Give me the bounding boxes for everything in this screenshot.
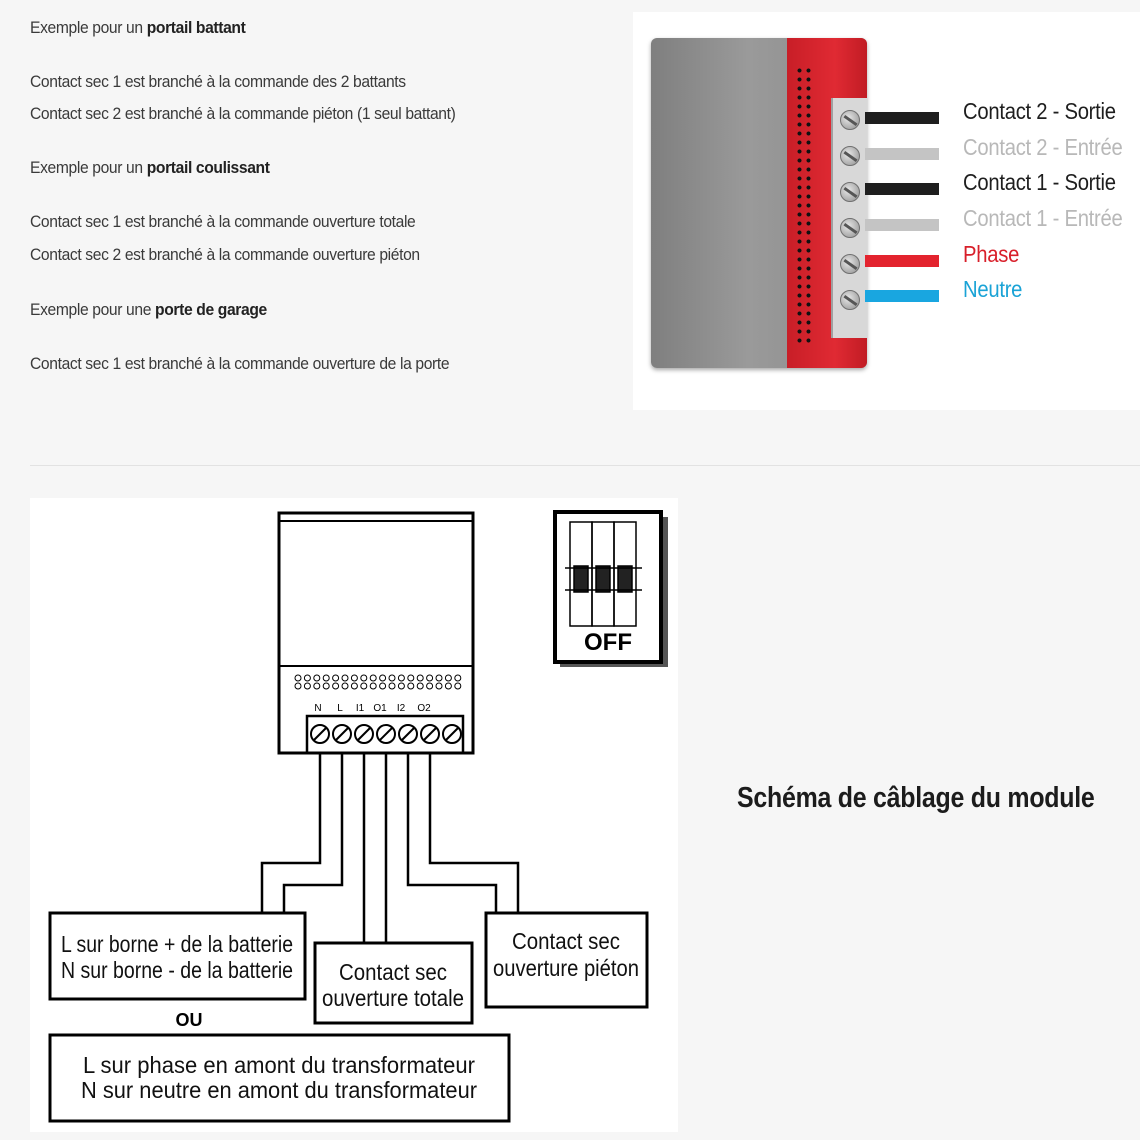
terminal-label-i2: I2 bbox=[397, 703, 406, 714]
example-battant-heading: Exemple pour un portail battant bbox=[30, 18, 246, 37]
pieton-box-line-2: ouverture piéton bbox=[493, 955, 639, 981]
wire-label: Contact 1 - Sortie bbox=[963, 169, 1116, 195]
wire-5 bbox=[865, 290, 939, 302]
terminal-strip bbox=[831, 98, 867, 338]
screw-terminal bbox=[840, 110, 860, 130]
battery-box-line-2: N sur borne - de la batterie bbox=[61, 957, 293, 983]
schematic-drawing: N L I1 O1 I2 O2 L sur borne + de la batt… bbox=[48, 510, 668, 1123]
battant-bold: portail battant bbox=[146, 18, 246, 37]
phase-box bbox=[48, 1033, 511, 1123]
terminal-label-n: N bbox=[314, 703, 321, 714]
pieton-contact-box bbox=[484, 911, 649, 1009]
separator bbox=[30, 465, 1140, 466]
pieton-box-line-1: Contact sec bbox=[512, 928, 620, 954]
breaker-off-icon: OFF bbox=[553, 510, 668, 667]
screw-terminal bbox=[840, 146, 860, 166]
wire-0 bbox=[865, 112, 939, 124]
screw-terminal bbox=[840, 182, 860, 202]
terminal-label-i1: I1 bbox=[356, 703, 365, 714]
screw-terminal bbox=[840, 218, 860, 238]
breaker-off-label: OFF bbox=[584, 629, 632, 656]
terminal-label-o2: O2 bbox=[417, 703, 431, 714]
wire-1 bbox=[865, 148, 939, 160]
wire-3 bbox=[865, 219, 939, 231]
terminal-labels: N L I1 O1 I2 O2 bbox=[314, 703, 431, 714]
screw-terminal bbox=[840, 254, 860, 274]
total-box-line-1: Contact sec bbox=[339, 959, 447, 985]
wire-label: Contact 2 - Sortie bbox=[963, 98, 1116, 124]
terminal-label-o1: O1 bbox=[373, 703, 387, 714]
wire-label: Neutre bbox=[963, 276, 1023, 302]
vent-holes bbox=[795, 66, 813, 344]
garage-line-1: Contact sec 1 est branché à la commande … bbox=[30, 354, 450, 373]
wire-label: Contact 2 - Entrée bbox=[963, 134, 1123, 160]
coulissant-bold: portail coulissant bbox=[146, 158, 270, 177]
wire-label: Contact 1 - Entrée bbox=[963, 205, 1123, 231]
or-label: OU bbox=[176, 1010, 203, 1030]
battery-box-line-1: L sur borne + de la batterie bbox=[61, 931, 293, 957]
garage-bold: porte de garage bbox=[155, 300, 267, 319]
module-housing bbox=[651, 38, 867, 368]
phase-box-line-2: N sur neutre en amont du transformateur bbox=[81, 1077, 477, 1103]
total-box-line-2: ouverture totale bbox=[322, 985, 464, 1011]
terminal-label-l: L bbox=[337, 703, 343, 714]
screw-terminal bbox=[840, 290, 860, 310]
schematic-wires bbox=[260, 753, 520, 943]
example-coulissant-heading: Exemple pour un portail coulissant bbox=[30, 158, 270, 177]
battery-box bbox=[48, 911, 307, 1001]
phase-box-line-1: L sur phase en amont du transformateur bbox=[83, 1052, 475, 1078]
schematic-vent-dots bbox=[294, 674, 462, 690]
coulissant-line-2: Contact sec 2 est branché à la commande … bbox=[30, 245, 420, 264]
battant-line-2: Contact sec 2 est branché à la commande … bbox=[30, 104, 456, 123]
battant-line-1: Contact sec 1 est branché à la commande … bbox=[30, 72, 406, 91]
wiring-schematic: N L I1 O1 I2 O2 L sur borne + de la batt… bbox=[30, 498, 678, 1132]
example-garage-heading: Exemple pour une porte de garage bbox=[30, 300, 267, 319]
schematic-screws bbox=[310, 724, 462, 744]
wire-4 bbox=[865, 255, 939, 267]
total-contact-box bbox=[313, 941, 474, 1025]
wire-2 bbox=[865, 183, 939, 195]
wire-label: Phase bbox=[963, 241, 1020, 267]
coulissant-line-1: Contact sec 1 est branché à la commande … bbox=[30, 212, 416, 231]
diagram-caption: Schéma de câblage du module bbox=[737, 782, 1095, 814]
